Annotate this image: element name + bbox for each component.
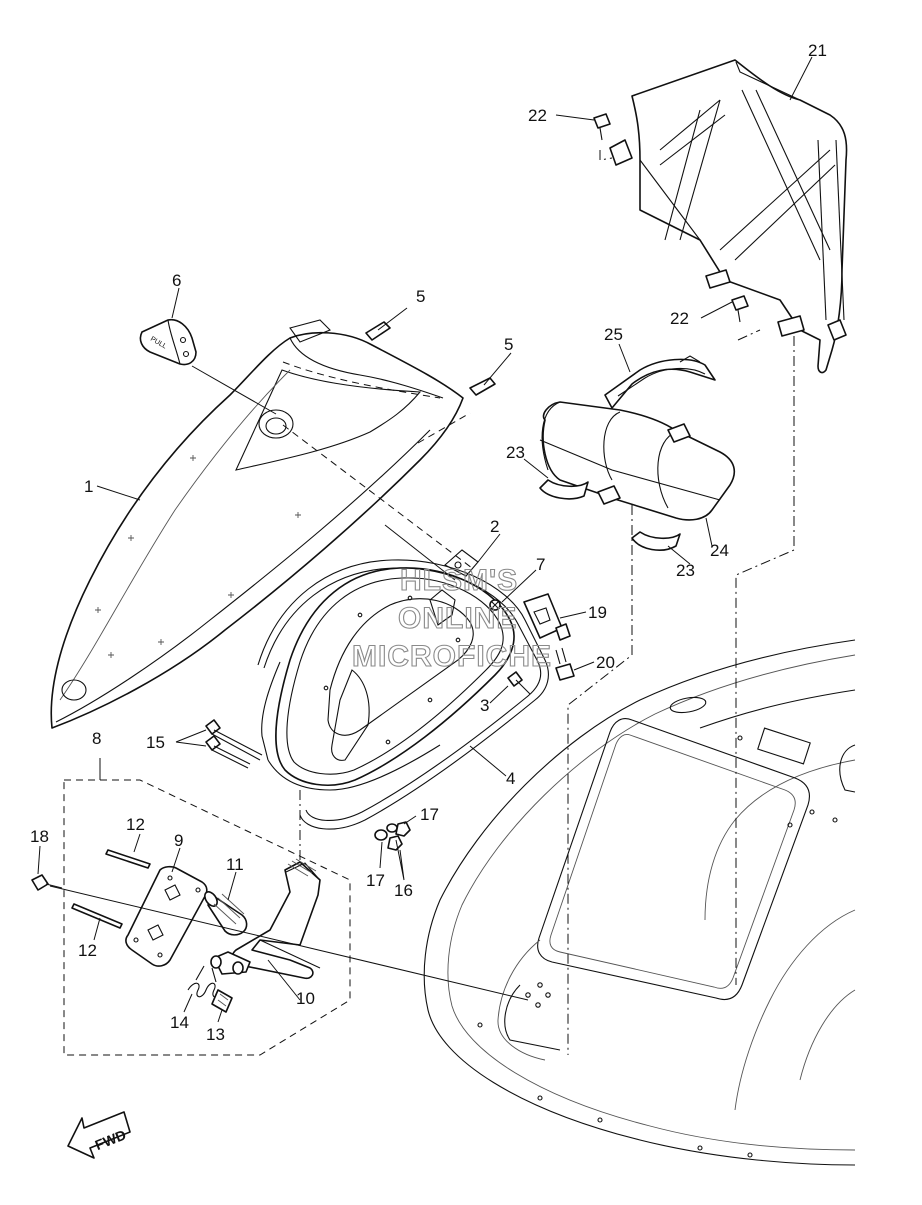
part-16-17-nuts-washers xyxy=(374,821,411,851)
callout-11: 11 xyxy=(226,855,244,874)
watermark-line-2: ONLINE xyxy=(398,602,517,635)
callout-12-b: 12 xyxy=(78,941,97,960)
fwd-direction-arrow: FWD xyxy=(67,1111,131,1159)
callout-6: 6 xyxy=(172,271,181,290)
hull-outline xyxy=(423,639,856,1166)
callout-12-a: 12 xyxy=(126,815,145,834)
part-20-bolt xyxy=(555,647,575,681)
subassembly-8-box xyxy=(63,779,351,1056)
watermark-line-3: MICROFICHE xyxy=(352,640,552,673)
projection-lines xyxy=(49,150,795,1055)
watermark: HLSM'S ONLINE MICROFICHE xyxy=(351,563,552,673)
callout-18: 18 xyxy=(30,827,49,846)
callout-8: 8 xyxy=(92,729,101,748)
callout-5-b: 5 xyxy=(504,335,513,354)
part-5-seal-strips xyxy=(365,321,496,396)
callout-25: 25 xyxy=(604,325,623,344)
callout-24: 24 xyxy=(710,541,729,560)
callout-13: 13 xyxy=(206,1025,225,1044)
part-6-pull-knob: PULL xyxy=(139,318,197,366)
callout-16: 16 xyxy=(394,881,413,900)
part-12-pins xyxy=(71,849,151,929)
callout-leaders xyxy=(37,56,813,1023)
callout-5-a: 5 xyxy=(416,287,425,306)
part-2-hood-liner xyxy=(261,549,515,791)
callout-22-a: 22 xyxy=(528,106,547,125)
callout-19: 19 xyxy=(588,603,607,622)
callout-4: 4 xyxy=(506,769,515,788)
part-10-lever xyxy=(210,858,321,980)
callout-17-b: 17 xyxy=(366,871,385,890)
part-1-front-hood xyxy=(50,319,471,729)
callout-numbers: 1 2 3 4 5 5 6 7 8 9 10 11 12 12 13 14 15… xyxy=(30,41,827,1044)
callout-14: 14 xyxy=(170,1013,189,1032)
part-19-latch-plate xyxy=(523,593,571,641)
callout-15: 15 xyxy=(146,733,165,752)
part-23-straps xyxy=(539,479,681,551)
part-25-strap xyxy=(604,355,716,409)
part-13-collar xyxy=(211,989,233,1013)
part-18-bolt xyxy=(31,874,63,891)
callout-23-b: 23 xyxy=(676,561,695,580)
part-22-clips xyxy=(593,113,749,323)
watermark-line-1: HLSM'S xyxy=(400,564,518,597)
callout-21: 21 xyxy=(808,41,827,60)
part-24-cylindrical-case xyxy=(539,401,736,521)
callout-2: 2 xyxy=(490,517,499,536)
callout-10: 10 xyxy=(296,989,315,1008)
callout-7: 7 xyxy=(536,555,545,574)
part-15-bolts xyxy=(205,719,263,769)
part-3-bolt xyxy=(507,671,531,695)
callout-20: 20 xyxy=(596,653,615,672)
part-14-spring xyxy=(187,965,221,998)
callout-22-b: 22 xyxy=(670,309,689,328)
callout-1: 1 xyxy=(84,477,93,496)
part-21-rear-shroud xyxy=(609,59,848,374)
callout-3: 3 xyxy=(480,696,489,715)
callout-23-a: 23 xyxy=(506,443,525,462)
part-9-bracket-plate xyxy=(125,865,208,967)
part-7-screw xyxy=(489,599,501,611)
callout-9: 9 xyxy=(174,831,183,850)
callout-17-a: 17 xyxy=(420,805,439,824)
part-4-gasket xyxy=(257,559,549,830)
